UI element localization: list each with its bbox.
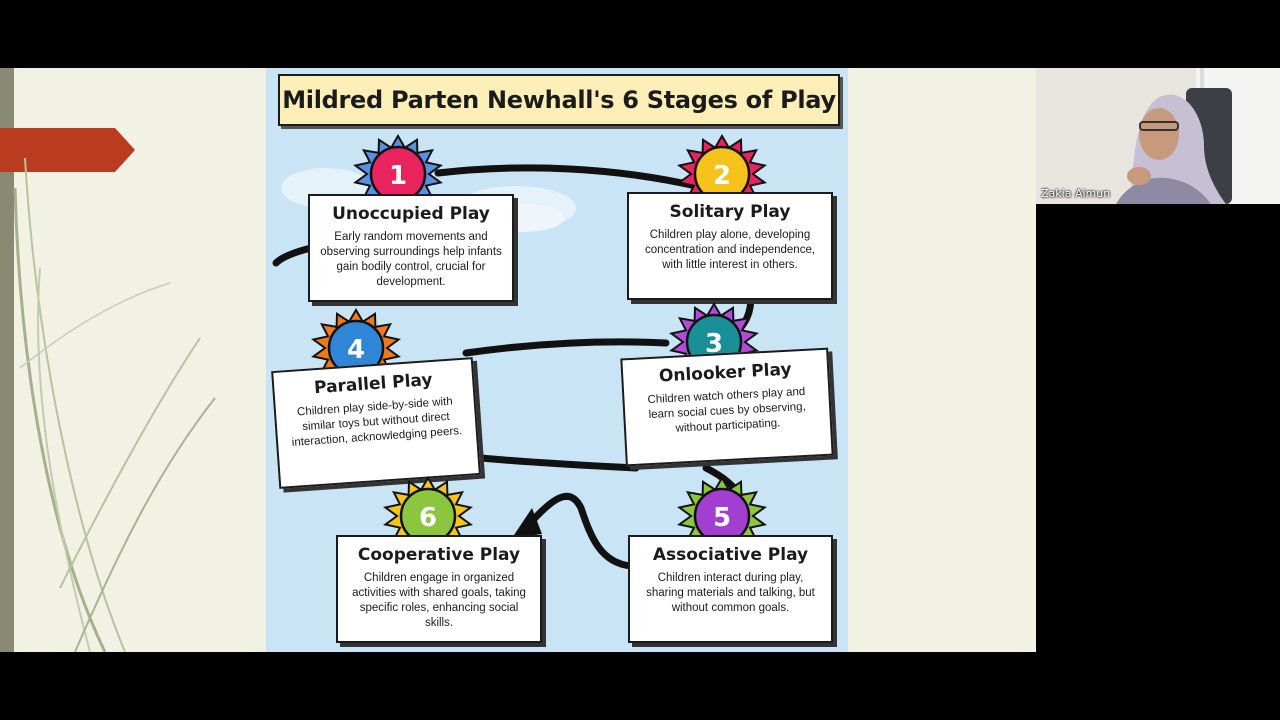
stage-3-title: Onlooker Play [658,359,793,387]
stage-4-number: 4 [347,335,365,365]
stage-5-card: Associative Play Children interact durin… [628,535,833,643]
stage-5-description: Children interact during play, sharing m… [646,572,815,614]
participant-video [1036,68,1280,204]
infographic-title-box: Mildred Parten Newhall's 6 Stages of Pla… [278,74,840,126]
stage-3-number: 3 [705,329,723,359]
stage-2-number: 2 [713,161,731,191]
stage-2-card: Solitary Play Children play alone, devel… [627,192,833,300]
stage-6-card: Cooperative Play Children engage in orga… [336,535,542,643]
webcam-tile[interactable]: Zakia Aimun [1036,68,1280,204]
slide-decoration [0,68,216,652]
stage-1-card: Unoccupied Play Early random movements a… [308,194,514,302]
stage-5-title: Associative Play [652,545,809,565]
stage-1-title: Unoccupied Play [332,204,490,224]
stage-4-card: Parallel Play Children play side-by-side… [271,357,481,489]
participant-name: Zakia Aimun [1041,187,1111,200]
stage-2-description: Children play alone, developing concentr… [644,229,816,271]
stages-of-play-infographic: Mildred Parten Newhall's 6 Stages of Pla… [266,68,848,652]
stage-4-description: Children play side-by-side with similar … [291,395,463,449]
infographic-title: Mildred Parten Newhall's 6 Stages of Pla… [282,86,836,114]
stage-2-title: Solitary Play [669,202,791,222]
stage-1-badge: 1 [346,134,450,214]
stage-3-description: Children watch others play and learn soc… [647,385,807,435]
stage-3-card: Onlooker Play Children watch others play… [620,347,834,467]
stage-6-description: Children engage in organized activities … [352,572,526,629]
stage-5-number: 5 [713,503,731,533]
stage-6-title: Cooperative Play [357,545,521,565]
stage-1-description: Early random movements and observing sur… [320,231,502,288]
stage-1-number: 1 [389,161,407,191]
stage-6-number: 6 [419,503,437,533]
